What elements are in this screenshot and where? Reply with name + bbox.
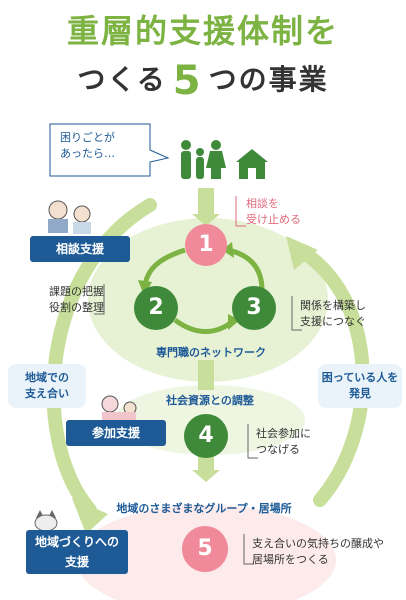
arrow-down-to-1 — [198, 188, 214, 216]
step-5-label: 支え合いの気持ちの醸成や 居場所をつくる — [252, 537, 384, 566]
cycle-arrowhead-2-3 — [228, 314, 240, 330]
left-outer-arrowhead — [72, 498, 108, 534]
right-bubble: 困っている人を 発見 — [318, 364, 402, 408]
s2-bracket — [94, 284, 105, 315]
network-label: 専門職のネットワーク — [156, 346, 266, 359]
step-3-circle: 3 — [232, 286, 276, 330]
step-4-label: 社会参加に つなげる — [256, 427, 311, 456]
community-support-button: 地域づくりへの 支援 — [26, 530, 128, 574]
step-3-label: 関係を構築し 支援につなぐ — [300, 299, 366, 328]
consult-support-button: 相談支援 — [30, 236, 130, 262]
step-1-label: 相談を 受け止める — [246, 197, 301, 226]
connector-network-resources — [198, 360, 214, 390]
title-line-1: 重層的支援体制を — [66, 12, 339, 50]
step-2-circle: 2 — [134, 286, 178, 330]
cat-icon — [34, 510, 58, 532]
step-5-circle: 5 — [182, 526, 228, 572]
title-suffix: つの事業 — [208, 63, 329, 96]
house-icon — [236, 149, 268, 179]
s3-bracket — [291, 296, 302, 331]
cycle-arrowhead-3-1 — [222, 242, 234, 258]
step-2-label: 課題の把握 役割の整理 — [49, 285, 104, 314]
upper-cycle-bg — [88, 218, 328, 382]
arrowhead-down-to-1 — [192, 214, 220, 226]
callout-bubble — [49, 123, 170, 177]
arrowhead-down-to-groups — [192, 470, 220, 482]
participants-icon — [101, 395, 137, 420]
groups-label: 地域のさまざまなグループ・居場所 — [116, 502, 292, 515]
resources-label: 社会資源との調整 — [166, 394, 254, 407]
cycle-arrow-3-1 — [227, 247, 265, 291]
right-outer-arrowhead — [286, 236, 318, 270]
cycle-arrow-1-2 — [142, 247, 186, 286]
step-4-circle: 4 — [184, 414, 228, 458]
s4-bracket — [247, 424, 258, 459]
callout-text: 困りごとが あったら… — [60, 131, 115, 160]
step-1-circle: 1 — [185, 224, 227, 266]
family-icon — [181, 140, 226, 179]
left-bubble: 地域での 支え合い — [8, 364, 86, 408]
s1-bracket — [235, 196, 246, 227]
s5-bracket — [243, 534, 254, 565]
participation-support-button: 参加支援 — [66, 420, 166, 446]
consultants-icon — [48, 200, 91, 234]
title-number: 5 — [172, 58, 203, 104]
title-prefix: つくる — [77, 63, 167, 96]
cycle-arrow-2-3 — [173, 317, 234, 334]
